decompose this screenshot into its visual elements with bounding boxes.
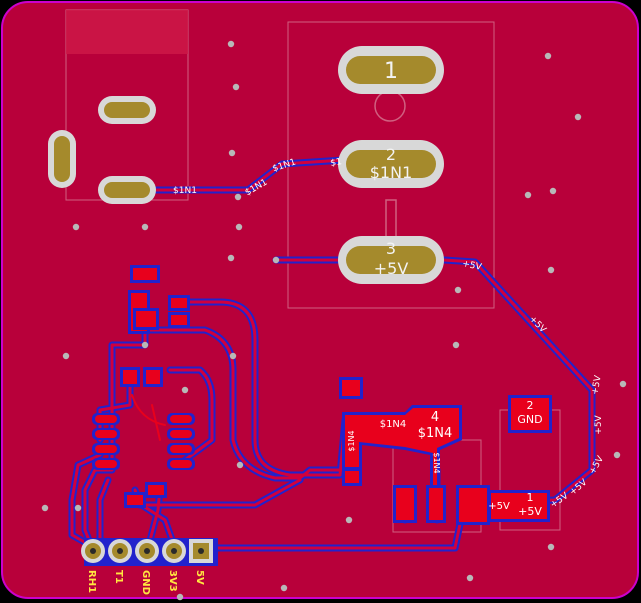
- vias: [41, 40, 627, 601]
- via: [228, 149, 236, 157]
- via: [466, 574, 474, 582]
- via: [272, 256, 280, 264]
- via: [345, 516, 353, 524]
- trace-label-n4-top: $1N4: [380, 419, 407, 430]
- via: [62, 352, 70, 360]
- via: [547, 543, 555, 551]
- relay-pin1-number: 1: [384, 59, 398, 84]
- via: [74, 504, 82, 512]
- reg-pin1-net: +5V: [518, 505, 542, 518]
- module-highlight: [66, 10, 188, 54]
- via: [235, 223, 243, 231]
- relay-pin3-number: 3: [386, 239, 396, 258]
- relay-pin3-net: +5V: [374, 259, 409, 278]
- top-traces: [131, 394, 166, 441]
- via: [232, 83, 240, 91]
- relay-pads: [338, 46, 444, 284]
- reg-pin4-net: $1N4: [418, 426, 453, 441]
- connector-label-3v3: 3V3: [167, 570, 178, 592]
- connector-label-gnd: GND: [140, 570, 151, 595]
- via: [176, 593, 184, 601]
- via: [236, 461, 244, 469]
- connector-label-5v: 5V: [194, 570, 205, 585]
- reg-pin2-net: GND: [517, 413, 542, 426]
- via: [452, 341, 460, 349]
- via: [227, 254, 235, 262]
- reg-pin1-number: 1: [527, 491, 534, 504]
- connector-drill-hole: [171, 548, 177, 554]
- connector-drill-hole: [198, 548, 204, 554]
- connector-drill-hole: [144, 548, 150, 554]
- connector-label-rh1: RH1: [86, 570, 97, 593]
- via: [454, 286, 462, 294]
- via: [227, 40, 235, 48]
- via: [524, 191, 532, 199]
- relay-pin2-net: $1N1: [370, 163, 413, 182]
- via: [574, 113, 582, 121]
- connector-drill-hole: [117, 548, 123, 554]
- via: [280, 584, 288, 592]
- via: [613, 451, 621, 459]
- via: [547, 266, 555, 274]
- via: [72, 223, 80, 231]
- via: [544, 52, 552, 60]
- trace-label-n4-right: $1N4: [432, 452, 441, 473]
- via: [619, 380, 627, 388]
- trace-label-n4-left: $1N4: [347, 430, 356, 451]
- reg-pin2-number: 2: [527, 399, 534, 412]
- reg-pin4-number: 4: [431, 410, 439, 425]
- via: [141, 223, 149, 231]
- trace-label-5v-d: +5V: [594, 414, 604, 434]
- smd-pads: [92, 265, 552, 525]
- header-connector: [81, 538, 218, 566]
- trace-label-5v-c: +5V: [590, 374, 603, 396]
- via: [234, 193, 242, 201]
- module-pads: [48, 96, 156, 204]
- via: [229, 352, 237, 360]
- connector-label-t1: T1: [113, 570, 124, 584]
- via: [549, 187, 557, 195]
- trace-label-5v-h: +5V: [488, 501, 510, 512]
- trace-label-5v-a: +5V: [461, 259, 483, 273]
- via: [141, 341, 149, 349]
- connector-drill-hole: [90, 548, 96, 554]
- trace-label-n1-a: $1N1: [173, 186, 197, 196]
- via: [41, 504, 49, 512]
- relay-pin2-number: 2: [386, 145, 396, 164]
- trace-label-n1-d: $1: [330, 157, 343, 169]
- via: [181, 386, 189, 394]
